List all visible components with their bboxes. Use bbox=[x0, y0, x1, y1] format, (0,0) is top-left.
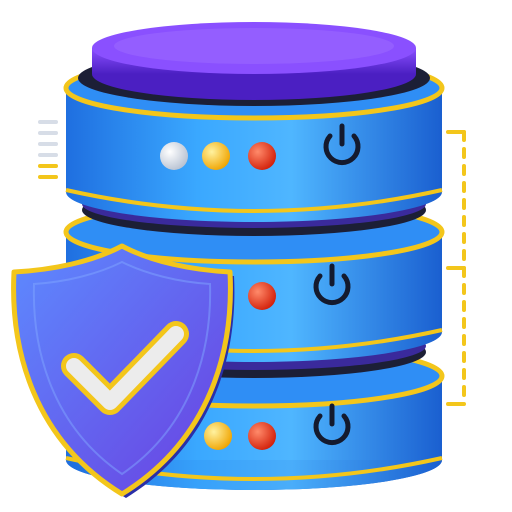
power-icon bbox=[313, 403, 351, 446]
led-yellow bbox=[204, 422, 232, 450]
right-dashed-bracket bbox=[446, 130, 466, 406]
led-red bbox=[248, 142, 276, 170]
checkmark-icon bbox=[61, 321, 189, 415]
left-deco-lines bbox=[38, 120, 58, 179]
led-red bbox=[248, 422, 276, 450]
led-red bbox=[248, 282, 276, 310]
security-shield bbox=[11, 243, 235, 498]
led-yellow bbox=[202, 142, 230, 170]
power-icon bbox=[323, 123, 361, 166]
server-tier-top bbox=[63, 22, 445, 222]
server-lid bbox=[92, 22, 416, 100]
led-white bbox=[160, 142, 188, 170]
power-icon bbox=[313, 263, 351, 306]
